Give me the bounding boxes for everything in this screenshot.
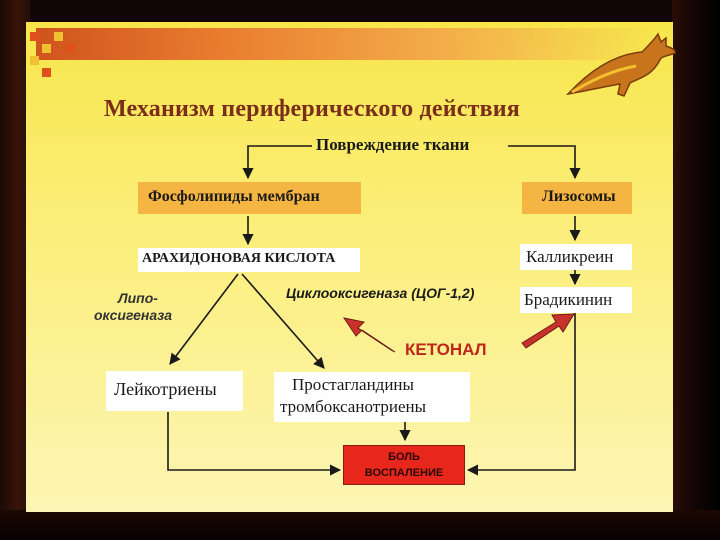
node-prostaglandins-line2: тромбоксанотриены	[280, 397, 427, 416]
pain-label-line2: ВОСПАЛЕНИЕ	[364, 467, 444, 479]
frame-right	[672, 0, 720, 540]
decor-square	[66, 44, 75, 53]
node-kallikrein: Калликреин	[520, 244, 632, 270]
node-prostaglandins: Простагландины тромбоксанотриены	[274, 372, 470, 422]
label-ketonal: КЕТОНАЛ	[405, 340, 487, 359]
slide-title: Механизм периферического действия	[104, 96, 520, 122]
decor-square	[42, 68, 51, 77]
node-bradykinin: Брадикинин	[520, 287, 632, 313]
decor-square	[30, 56, 39, 65]
ketonal-arrows	[342, 313, 575, 353]
decor-square	[30, 32, 39, 41]
node-lysosomes: Лизосомы	[522, 182, 632, 214]
node-prostaglandins-line1: Простагландины	[292, 375, 414, 394]
node-tissue-damage: Повреждение ткани	[316, 135, 470, 154]
frame-left	[0, 0, 30, 540]
node-pain-inflammation: БОЛЬ ВОСПАЛЕНИЕ	[343, 445, 465, 485]
pain-label-line1: БОЛЬ	[388, 451, 420, 463]
node-leukotrienes: Лейкотриены	[106, 371, 243, 411]
decor-square	[54, 32, 63, 41]
label-lipoxygenase-line2: оксигеназа	[94, 307, 173, 323]
node-arachidonic-acid: АРАХИДОНОВАЯ КИСЛОТА	[138, 248, 360, 272]
label-lipoxygenase-line1: Липо-	[118, 290, 158, 306]
decor-square	[42, 44, 51, 53]
decorative-banner	[36, 28, 656, 60]
frame-bottom	[0, 510, 720, 540]
label-cyclooxygenase: Циклооксигеназа (ЦОГ-1,2)	[286, 285, 475, 301]
kangaroo-logo-icon	[565, 32, 676, 97]
node-phospholipids: Фосфолипиды мембран	[138, 182, 361, 214]
